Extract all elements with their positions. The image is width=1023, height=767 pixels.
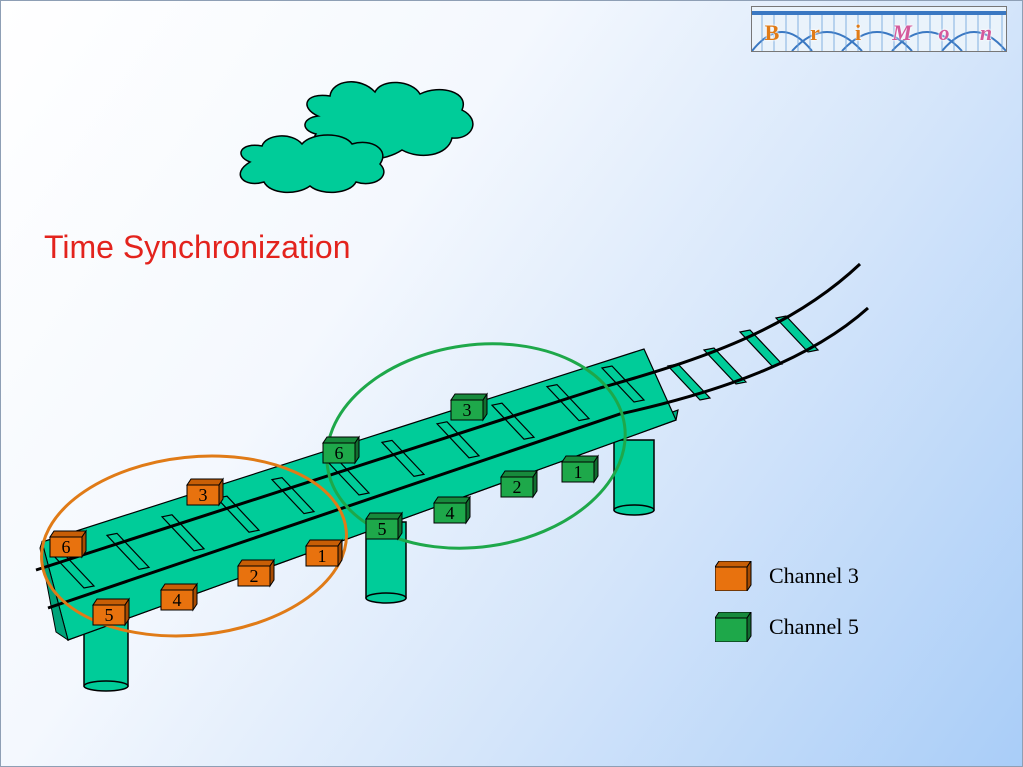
sleeper: [270, 476, 316, 515]
logo-letter: B: [764, 20, 780, 45]
track-sleepers: [50, 315, 820, 589]
node-label: 1: [574, 462, 583, 482]
sleeper: [702, 347, 748, 385]
node-label: 4: [446, 503, 455, 523]
logo-letter: n: [979, 20, 993, 45]
node-label: 3: [199, 485, 208, 505]
channel3-node-6: 6: [49, 529, 87, 559]
channel3-node-5: 5: [92, 597, 130, 627]
logo-letter: M: [892, 20, 912, 45]
node-label: 6: [62, 537, 71, 557]
node-label: 3: [463, 400, 472, 420]
sleeper: [600, 365, 646, 403]
channel3-node-3: 3: [186, 477, 224, 507]
channel5-region: [325, 342, 627, 550]
node-label: 1: [318, 546, 327, 566]
channel5-node-5: 5: [365, 511, 403, 541]
sleeper: [160, 514, 206, 552]
channel3-node-2: 2: [237, 558, 275, 588]
channel5-node-3: 3: [450, 392, 488, 422]
sleeper: [380, 439, 426, 478]
slide-title: Time Synchronization: [44, 229, 351, 265]
node-label: 2: [250, 566, 259, 586]
bridge-pillar: [613, 439, 655, 516]
node-label: 5: [105, 605, 114, 625]
sleeper: [545, 383, 591, 422]
logo-letter: r: [810, 20, 820, 45]
legend-label: Channel 3: [769, 563, 859, 588]
channel3-node-4: 4: [160, 582, 198, 612]
sleeper: [738, 329, 784, 367]
logo-letter: i: [854, 20, 862, 45]
channel5-node-1: 1: [561, 454, 599, 484]
sleeper: [435, 421, 481, 459]
legend-channel3: Channel 3: [715, 561, 915, 591]
channel5-node-6: 6: [322, 435, 360, 465]
sleeper: [490, 402, 536, 440]
node-label: 5: [378, 519, 387, 539]
brimon-logo: B r i M o n: [751, 6, 1007, 52]
legend-label: Channel 5: [769, 614, 859, 639]
node-label: 4: [173, 590, 182, 610]
channel5-node-4: 4: [433, 495, 471, 525]
logo-letter: o: [938, 20, 950, 45]
node-label: 6: [335, 443, 344, 463]
rails: [35, 262, 870, 610]
channel3-node-1: 1: [305, 538, 343, 568]
channel3-swatch: [715, 561, 752, 591]
sleeper: [774, 315, 820, 353]
cloud-icon: [239, 134, 385, 194]
sleeper: [666, 363, 712, 401]
legend-channel5: Channel 5: [715, 612, 915, 642]
node-label: 2: [513, 477, 522, 497]
channel5-node-2: 2: [500, 469, 538, 499]
channel5-swatch: [715, 612, 752, 642]
sensor-nodes: 1 2 3 4 5 6 1 2 3 4 5 6: [49, 392, 599, 627]
sleeper: [215, 495, 261, 533]
channel3-region: [40, 454, 348, 638]
